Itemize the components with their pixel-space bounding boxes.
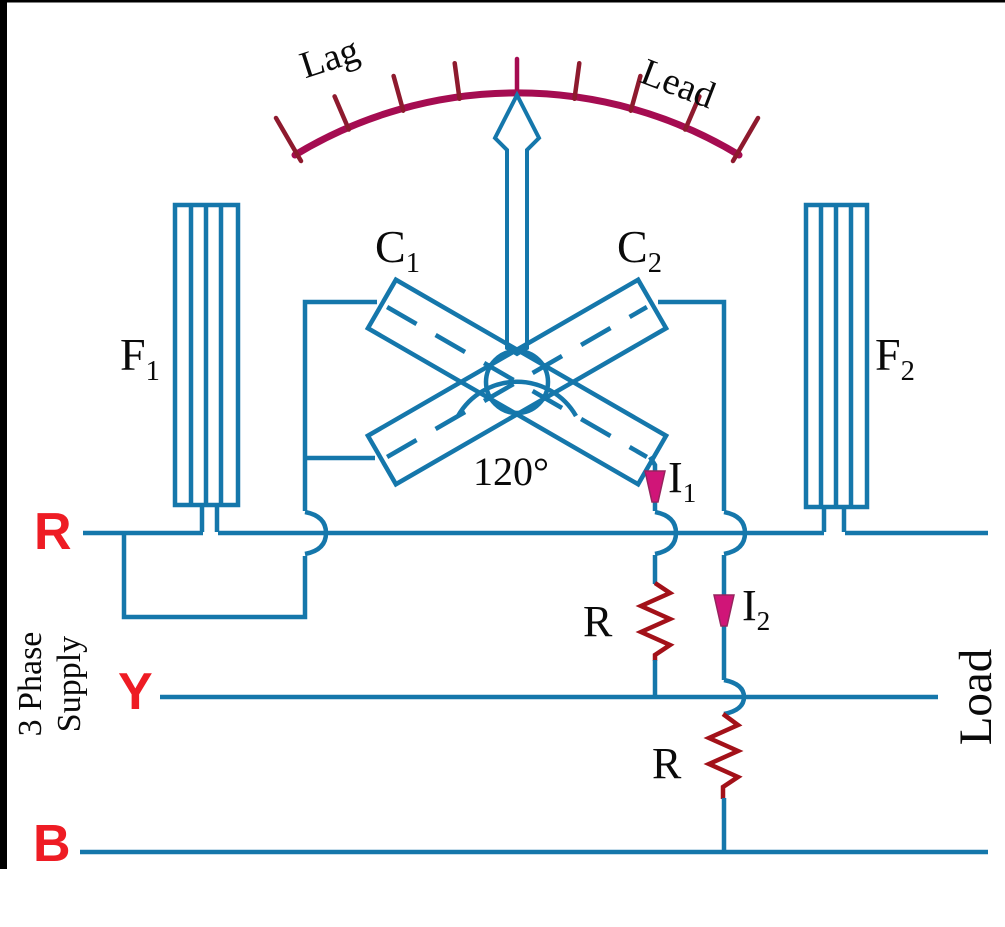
coil-c1-axis	[385, 305, 649, 459]
coil-f2-label: F2	[875, 329, 915, 388]
wire-hop	[304, 509, 329, 557]
coil-c1-label: C1	[375, 221, 420, 280]
phase-r-label: R	[34, 503, 72, 561]
scale-tick	[682, 94, 702, 132]
resistor-r1	[635, 581, 676, 661]
load-label: Load	[950, 648, 1002, 746]
scale-tick	[452, 60, 462, 102]
moving-coil-c2	[364, 276, 670, 488]
current-arrow-i2	[713, 594, 735, 627]
coil-common-riser	[302, 299, 377, 511]
scale-tick	[572, 60, 582, 102]
loop-wire	[121, 533, 308, 620]
scale-tick-end-left	[273, 115, 304, 164]
coil-c2-axis	[385, 305, 649, 459]
scale-tick	[332, 94, 352, 132]
fixed-coil-f1	[172, 202, 241, 532]
frame-left-border	[0, 0, 7, 869]
coil-f1-label: F1	[120, 329, 160, 388]
phase-lines	[80, 530, 988, 855]
frame-top-border	[0, 0, 1005, 3]
resistor-r2-label: R	[652, 739, 682, 788]
coil-c2-label: C2	[617, 221, 662, 280]
scale-tick	[391, 73, 406, 113]
i2-wire-upper	[658, 299, 727, 511]
wire-hop	[654, 509, 679, 557]
phase-b-label: B	[33, 815, 71, 873]
pivot-circle	[483, 348, 551, 416]
coil-c2-body	[364, 276, 670, 488]
coil-angle-label: 120°	[473, 449, 549, 494]
wire-hop	[723, 677, 747, 717]
angle-120-arc	[456, 379, 578, 418]
resistor-r1-label: R	[583, 597, 613, 646]
pointer-needle	[492, 90, 542, 357]
phase-y-label: Y	[118, 663, 153, 721]
resistor-r2	[703, 712, 744, 799]
current-i1-label: I1	[668, 453, 697, 508]
current-arrow-i1	[644, 470, 666, 503]
fixed-coil-f2	[803, 202, 870, 532]
wire-hop	[723, 509, 748, 557]
common-connection-loop	[121, 299, 377, 620]
supply-label: 3 Phase Supply	[12, 631, 88, 737]
current-i2-label: I2	[742, 581, 771, 636]
c1-branch	[635, 455, 679, 697]
c2-branch	[658, 299, 748, 852]
scale-tick	[628, 73, 643, 113]
scale-tick-end-right	[730, 115, 761, 164]
